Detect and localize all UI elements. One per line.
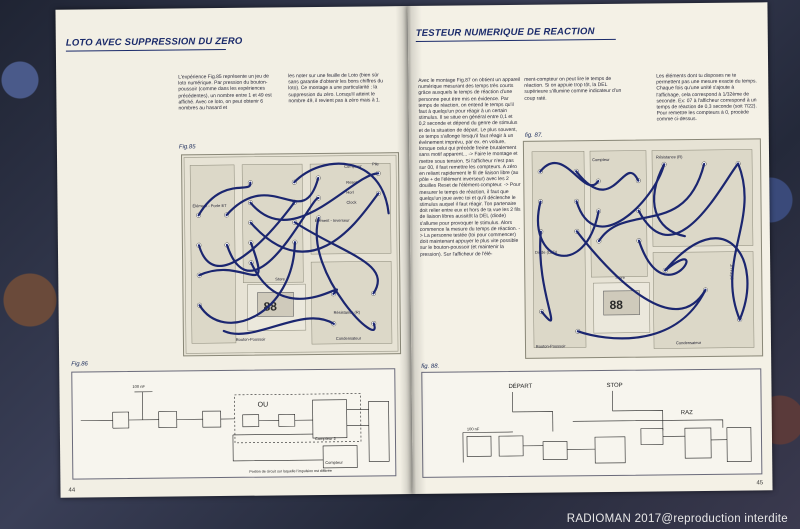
fig88-stop-label: STOP [606,383,622,389]
fig87-label: fig. 87. [524,132,543,139]
right-page-title: TESTEUR NUMERIQUE DE REACTION [415,26,595,39]
fig85-breadboard: 88 Compteur Pile Élément - Porte ET Élém… [180,152,402,357]
fig85-label-pile: Pile [372,161,379,166]
fig86-label: Fig.86 [71,361,88,368]
fig87-label-resistance: Résistance (R) [656,154,683,159]
fig85-label-condensateur: Condensateur [336,336,362,341]
fig85-label: Fig.85 [178,144,196,151]
fig86-footnote: Portion de circuit sur laquelle l'impuls… [249,469,332,474]
right-column-3: Les éléments dont tu disposes ne te perm… [656,72,757,123]
title-underline-right [415,38,616,42]
fig85-label-store: Store [275,276,285,281]
fig86-ou-label: OU [258,402,269,409]
left-page-title: LOTO AVEC SUPPRESSION DU ZERO [65,35,243,49]
left-page: LOTO AVEC SUPPRESSION DU ZERO L'expérien… [55,6,413,498]
right-page-number: 45 [756,480,764,487]
fig85-label-reset: Reset [346,180,357,185]
fig88-nf-label: 100 nF [467,426,480,431]
fig85-label-bouton: Bouton-Poussoir [236,337,266,342]
right-column-1: Avec le montage Fig.87 on obtient un app… [418,76,521,258]
right-column-2: ment-compteur on peut lire le temps de r… [524,75,622,102]
fig85-label-porte-et: Élément - Porte ET [192,203,227,208]
fig85-label-clock: Clock [346,200,356,205]
fig86-logic-diagram: OU Compteur 2 Compteur 100 nF Portion de… [80,384,390,474]
fig85-label-inverseur: Élément - Inverseur [315,218,351,223]
fig87-label-store: Store [615,275,625,280]
fig86-schematic: OU Compteur 2 Compteur 100 nF Portion de… [71,368,397,480]
magazine-spread: LOTO AVEC SUPPRESSION DU ZERO L'expérien… [55,2,773,498]
left-intro-column-1: L'expérience Fig.85 représente un jeu de… [178,73,272,112]
title-underline [65,48,226,52]
fig87-label-condensateur: Condensateur [676,340,702,345]
fig87-label-bouton: Bouton-Poussoir [536,343,566,348]
fig85-display: 88 [264,299,278,313]
fig87-breadboard: 88 Compteur Résistance (R) DÉFAUT Diode … [522,138,764,359]
fig85-label-resistance: Résistance (R) [334,310,361,315]
fig87-wiring-diagram: 88 Compteur Résistance (R) DÉFAUT Diode … [531,149,755,349]
fig88-raz-label: RAZ [681,410,693,416]
left-intro-column-2: les noter sur une feuille de Loto (bien … [288,72,384,105]
fig88-depart-label: DÉPART [508,383,532,390]
watermark-text: RADIOMAN 2017@reproduction interdite [566,513,788,525]
fig87-label-diode: Diode (LED) [535,249,558,254]
book-gutter-shadow [395,5,427,495]
fig88-logic-diagram: DÉPART STOP RAZ 100 nF [462,383,752,464]
fig86-compteur-label: Compteur [325,460,343,465]
left-page-number: 44 [68,487,76,494]
fig86-compteur2-label: Compteur 2 [315,436,337,441]
fig87-display: 88 [610,298,624,312]
fig85-label-horl: Horl [346,190,353,195]
fig86-nf-label: 100 nF [132,384,145,389]
fig88-schematic: DÉPART STOP RAZ 100 nF [421,368,763,478]
fig87-label-compteur: Compteur [592,157,610,162]
fig85-wiring-diagram: 88 Compteur Pile Élément - Porte ET Élém… [183,154,399,354]
right-page: TESTEUR NUMERIQUE DE REACTION Avec le mo… [407,2,773,495]
